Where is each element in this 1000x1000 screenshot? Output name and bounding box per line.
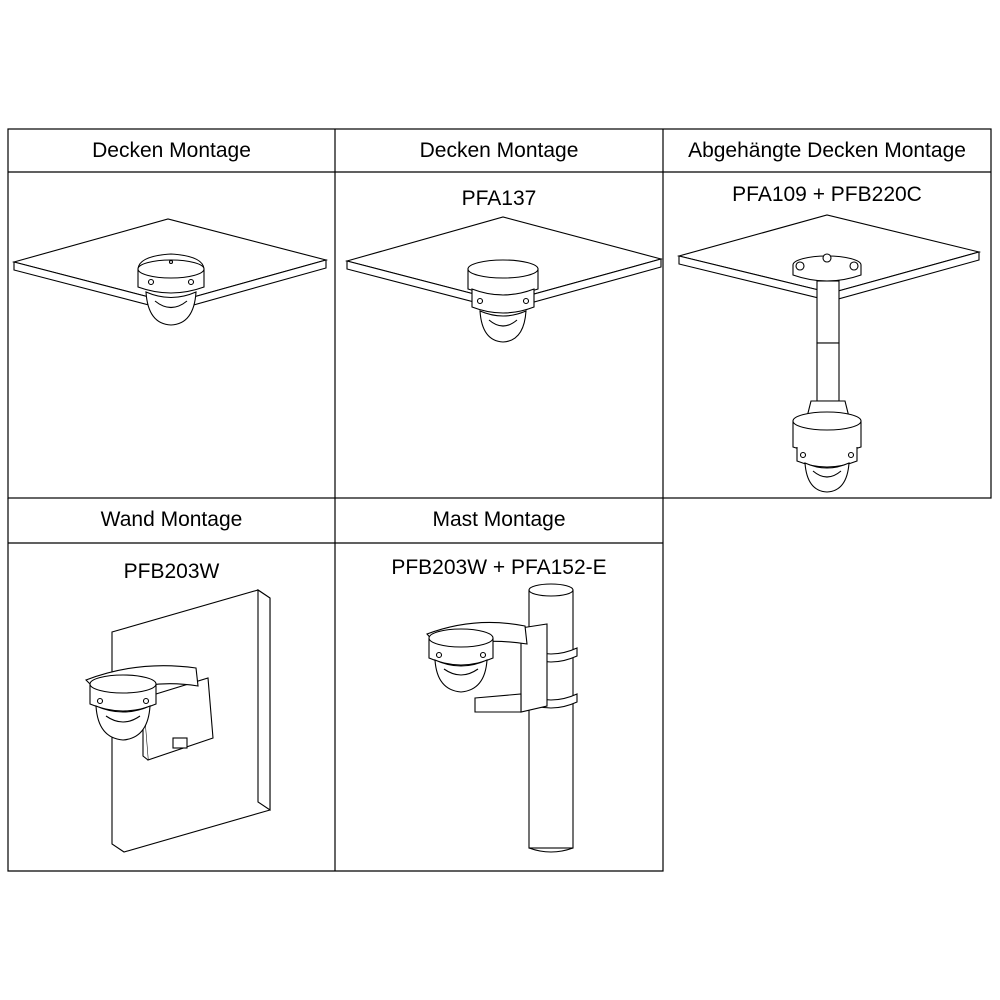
cell-pole-mount: Mast Montage PFB203W + PFA152-E [335,498,663,871]
cell-wall-mount: Wand Montage PFB203W [8,498,335,871]
cell-header: Mast Montage [432,508,566,531]
wall-mount-camera-icon [85,588,271,853]
pendant-ceiling-camera-icon [676,214,982,493]
model-label: PFB203W + PFA152-E [391,556,607,579]
cell-pendant-mount: Abgehängte Decken Montage PFA109 + PFB22… [663,129,991,498]
cell-ceiling-mount-pfa137: Decken Montage PFA137 [335,129,663,498]
pole-mount-camera-icon [426,583,578,853]
ceiling-junction-box-camera-icon [344,216,663,343]
cell-ceiling-mount: Decken Montage [8,129,335,498]
model-label: PFA109 + PFB220C [732,183,922,206]
cell-header: Wand Montage [100,508,243,531]
cell-header: Decken Montage [92,139,251,162]
model-label: PFA137 [461,187,537,210]
cell-header: Abgehängte Decken Montage [688,139,966,162]
model-label: PFB203W [123,560,220,583]
ceiling-mount-camera-icon [11,218,329,326]
cell-header: Decken Montage [419,139,579,162]
